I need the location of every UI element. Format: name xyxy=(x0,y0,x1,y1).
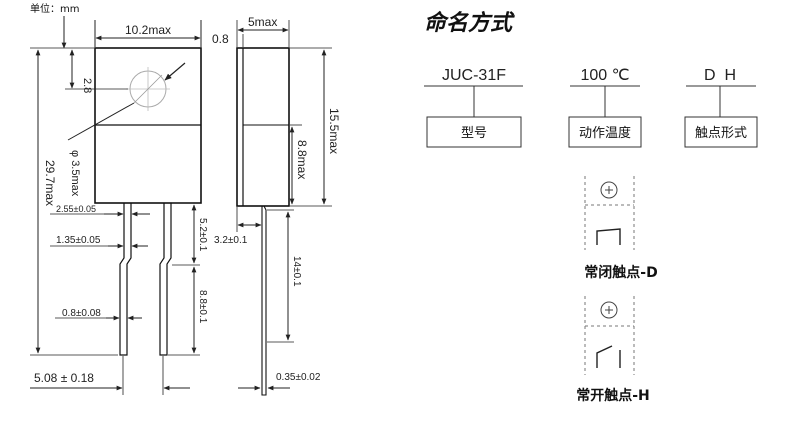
naming-title: 命名方式 xyxy=(424,10,515,36)
dim-thickness-max: 5max xyxy=(248,15,277,29)
field-box-temp xyxy=(568,116,642,148)
symbol-normally-open xyxy=(584,296,635,375)
dim-lead-offset: 3.2±0.1 xyxy=(214,235,248,246)
side-lead xyxy=(261,205,267,396)
field-box-contact xyxy=(684,116,758,148)
dim-height-total: 29.7max xyxy=(43,160,57,206)
field-code-model: JUC-31F xyxy=(442,67,506,84)
field-label-model: 型号 xyxy=(461,126,487,141)
unit-label: 单位：mm xyxy=(30,2,79,15)
dim-flange: 0.8 xyxy=(212,32,229,46)
pin-right xyxy=(159,203,172,356)
dim-pin-width: 1.35±0.05 xyxy=(56,235,101,246)
dim-shoulder-len: 5.2±0.1 xyxy=(197,218,208,252)
dim-tab-height: 8.8max xyxy=(295,140,309,179)
pin-left xyxy=(119,203,132,356)
field-label-contact: 触点形式 xyxy=(695,126,747,141)
dim-lead-len: 14±0.1 xyxy=(291,256,302,287)
field-code-contact: D H xyxy=(704,67,736,84)
field-code-temp: 100 ℃ xyxy=(580,67,629,84)
dim-width-max: 10.2max xyxy=(125,23,171,37)
dim-hole-dia: φ 3.5max xyxy=(69,150,81,197)
naming-scheme: 命名方式 JUC-31F 型号 100 ℃ 动作温度 D H 触点形式 常闭触点… xyxy=(424,10,758,404)
dim-tip-len: 8.8±0.1 xyxy=(197,290,208,324)
dim-lead-thick: 0.35±0.02 xyxy=(276,372,321,383)
field-box-model xyxy=(426,116,522,148)
side-view: 5max 0.8 15.5max 8.8max 3.2±0.1 14±0.1 0… xyxy=(212,15,341,396)
side-body xyxy=(236,47,290,207)
field-label-temp: 动作温度 xyxy=(579,125,631,141)
dim-pin-shoulder: 2.55±0.05 xyxy=(56,204,96,214)
dim-pin-pitch: 5.08 ± 0.18 xyxy=(34,371,94,385)
front-view: 10.2max 2.8 φ 3.5max 29.7max 2.55±0.05 1… xyxy=(30,20,208,395)
symbol-normally-closed xyxy=(584,176,635,250)
symbol-caption-open: 常开触点-H xyxy=(576,387,650,404)
dim-hole-offset: 2.8 xyxy=(81,78,93,93)
dim-body-height: 15.5max xyxy=(327,108,341,154)
dim-pin-tip-width: 0.8±0.08 xyxy=(62,308,101,319)
symbol-caption-closed: 常闭触点-D xyxy=(584,264,657,281)
